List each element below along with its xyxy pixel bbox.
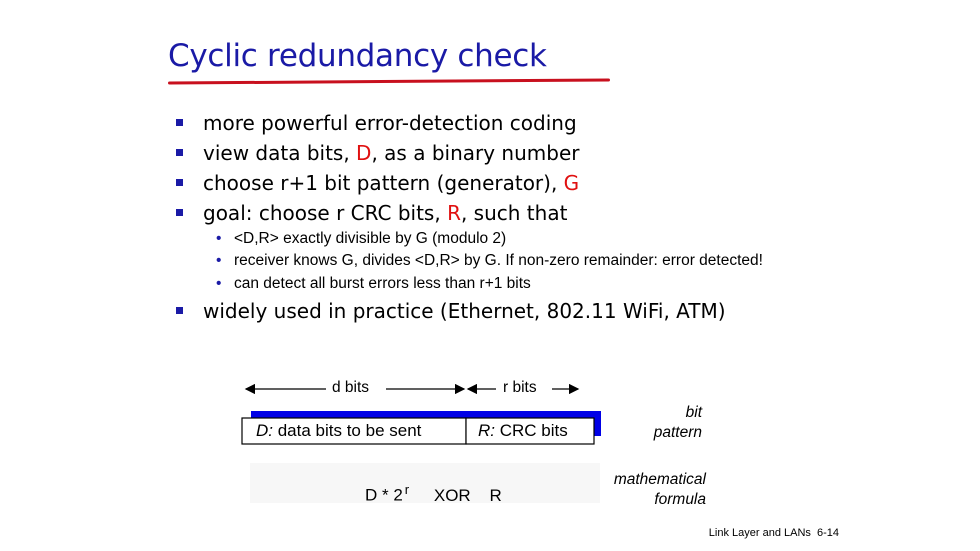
side-label-pattern: pattern — [653, 424, 702, 441]
bullet-item: choose r+1 bit pattern (generator), G — [170, 168, 794, 198]
square-bullet-icon — [176, 209, 183, 216]
bullet-item: view data bits, D, as a binary number — [170, 138, 794, 168]
side-label-bit: bit — [685, 404, 702, 421]
d-text: data bits to be sent — [273, 421, 422, 440]
data-bits-box — [241, 417, 467, 445]
sub-bullet-item: • <D,R> exactly divisible by G (modulo 2… — [216, 230, 794, 248]
formula-backdrop — [250, 463, 600, 503]
bullet-text: goal: choose r CRC bits, — [203, 201, 448, 225]
sub-bullet-text: receiver knows G, divides <D,R> by G. If… — [234, 252, 763, 269]
d-prefix: D: — [256, 421, 273, 440]
sub-bullet-text: <D,R> exactly divisible by G (modulo 2) — [234, 230, 507, 247]
bullet-text: more powerful error-detection coding — [203, 111, 577, 135]
data-bits-text: D: data bits to be sent — [256, 421, 421, 441]
square-bullet-icon — [176, 307, 183, 314]
side-label-mathematical: mathematical — [613, 471, 706, 488]
r-bits-label: r bits — [503, 379, 537, 396]
square-bullet-icon — [176, 179, 183, 186]
bullet-highlight: D — [356, 141, 372, 165]
formula-left: D * 2 — [365, 485, 403, 505]
bullet-highlight: G — [563, 171, 580, 195]
sub-bullet-item: • receiver knows G, divides <D,R> by G. … — [216, 252, 794, 270]
bullet-text: , such that — [460, 201, 568, 225]
slide-title: Cyclic redundancy check — [168, 38, 547, 74]
bullet-text: view data bits, — [203, 141, 357, 165]
dot-bullet-icon: • — [216, 275, 222, 292]
bullet-item: widely used in practice (Ethernet, 802.1… — [170, 296, 794, 326]
d-bits-label: d bits — [332, 379, 370, 396]
dot-bullet-icon: • — [216, 252, 222, 269]
bullet-highlight: R — [447, 201, 461, 225]
formula-r: R — [489, 485, 502, 505]
bullet-item: more powerful error-detection coding — [170, 108, 794, 138]
square-bullet-icon — [176, 149, 183, 156]
footer-text: Link Layer and LANs — [708, 527, 811, 539]
sub-bullet-text: can detect all burst errors less than r+… — [234, 275, 531, 292]
sub-bullet-item: • can detect all burst errors less than … — [216, 275, 794, 293]
r-text: CRC bits — [495, 421, 568, 440]
bullet-text: , as a binary number — [371, 141, 580, 165]
page-number: 6-14 — [816, 527, 839, 539]
bullet-list: more powerful error-detection coding vie… — [170, 108, 794, 326]
crc-bits-text: R: CRC bits — [478, 421, 568, 441]
bullet-item: goal: choose r CRC bits, R, such that — [170, 198, 794, 228]
side-label-formula: formula — [654, 491, 706, 508]
slide-footer: Link Layer and LANs 6-14 — [709, 527, 839, 539]
crc-bits-box — [465, 417, 595, 445]
formula-xor: XOR — [433, 485, 471, 505]
bullet-text: widely used in practice (Ethernet, 802.1… — [203, 299, 726, 323]
r-prefix: R: — [478, 421, 495, 440]
formula-exponent: r — [404, 482, 410, 497]
square-bullet-icon — [176, 119, 183, 126]
dot-bullet-icon: • — [216, 230, 222, 247]
bullet-text: choose r+1 bit pattern (generator), — [203, 171, 564, 195]
